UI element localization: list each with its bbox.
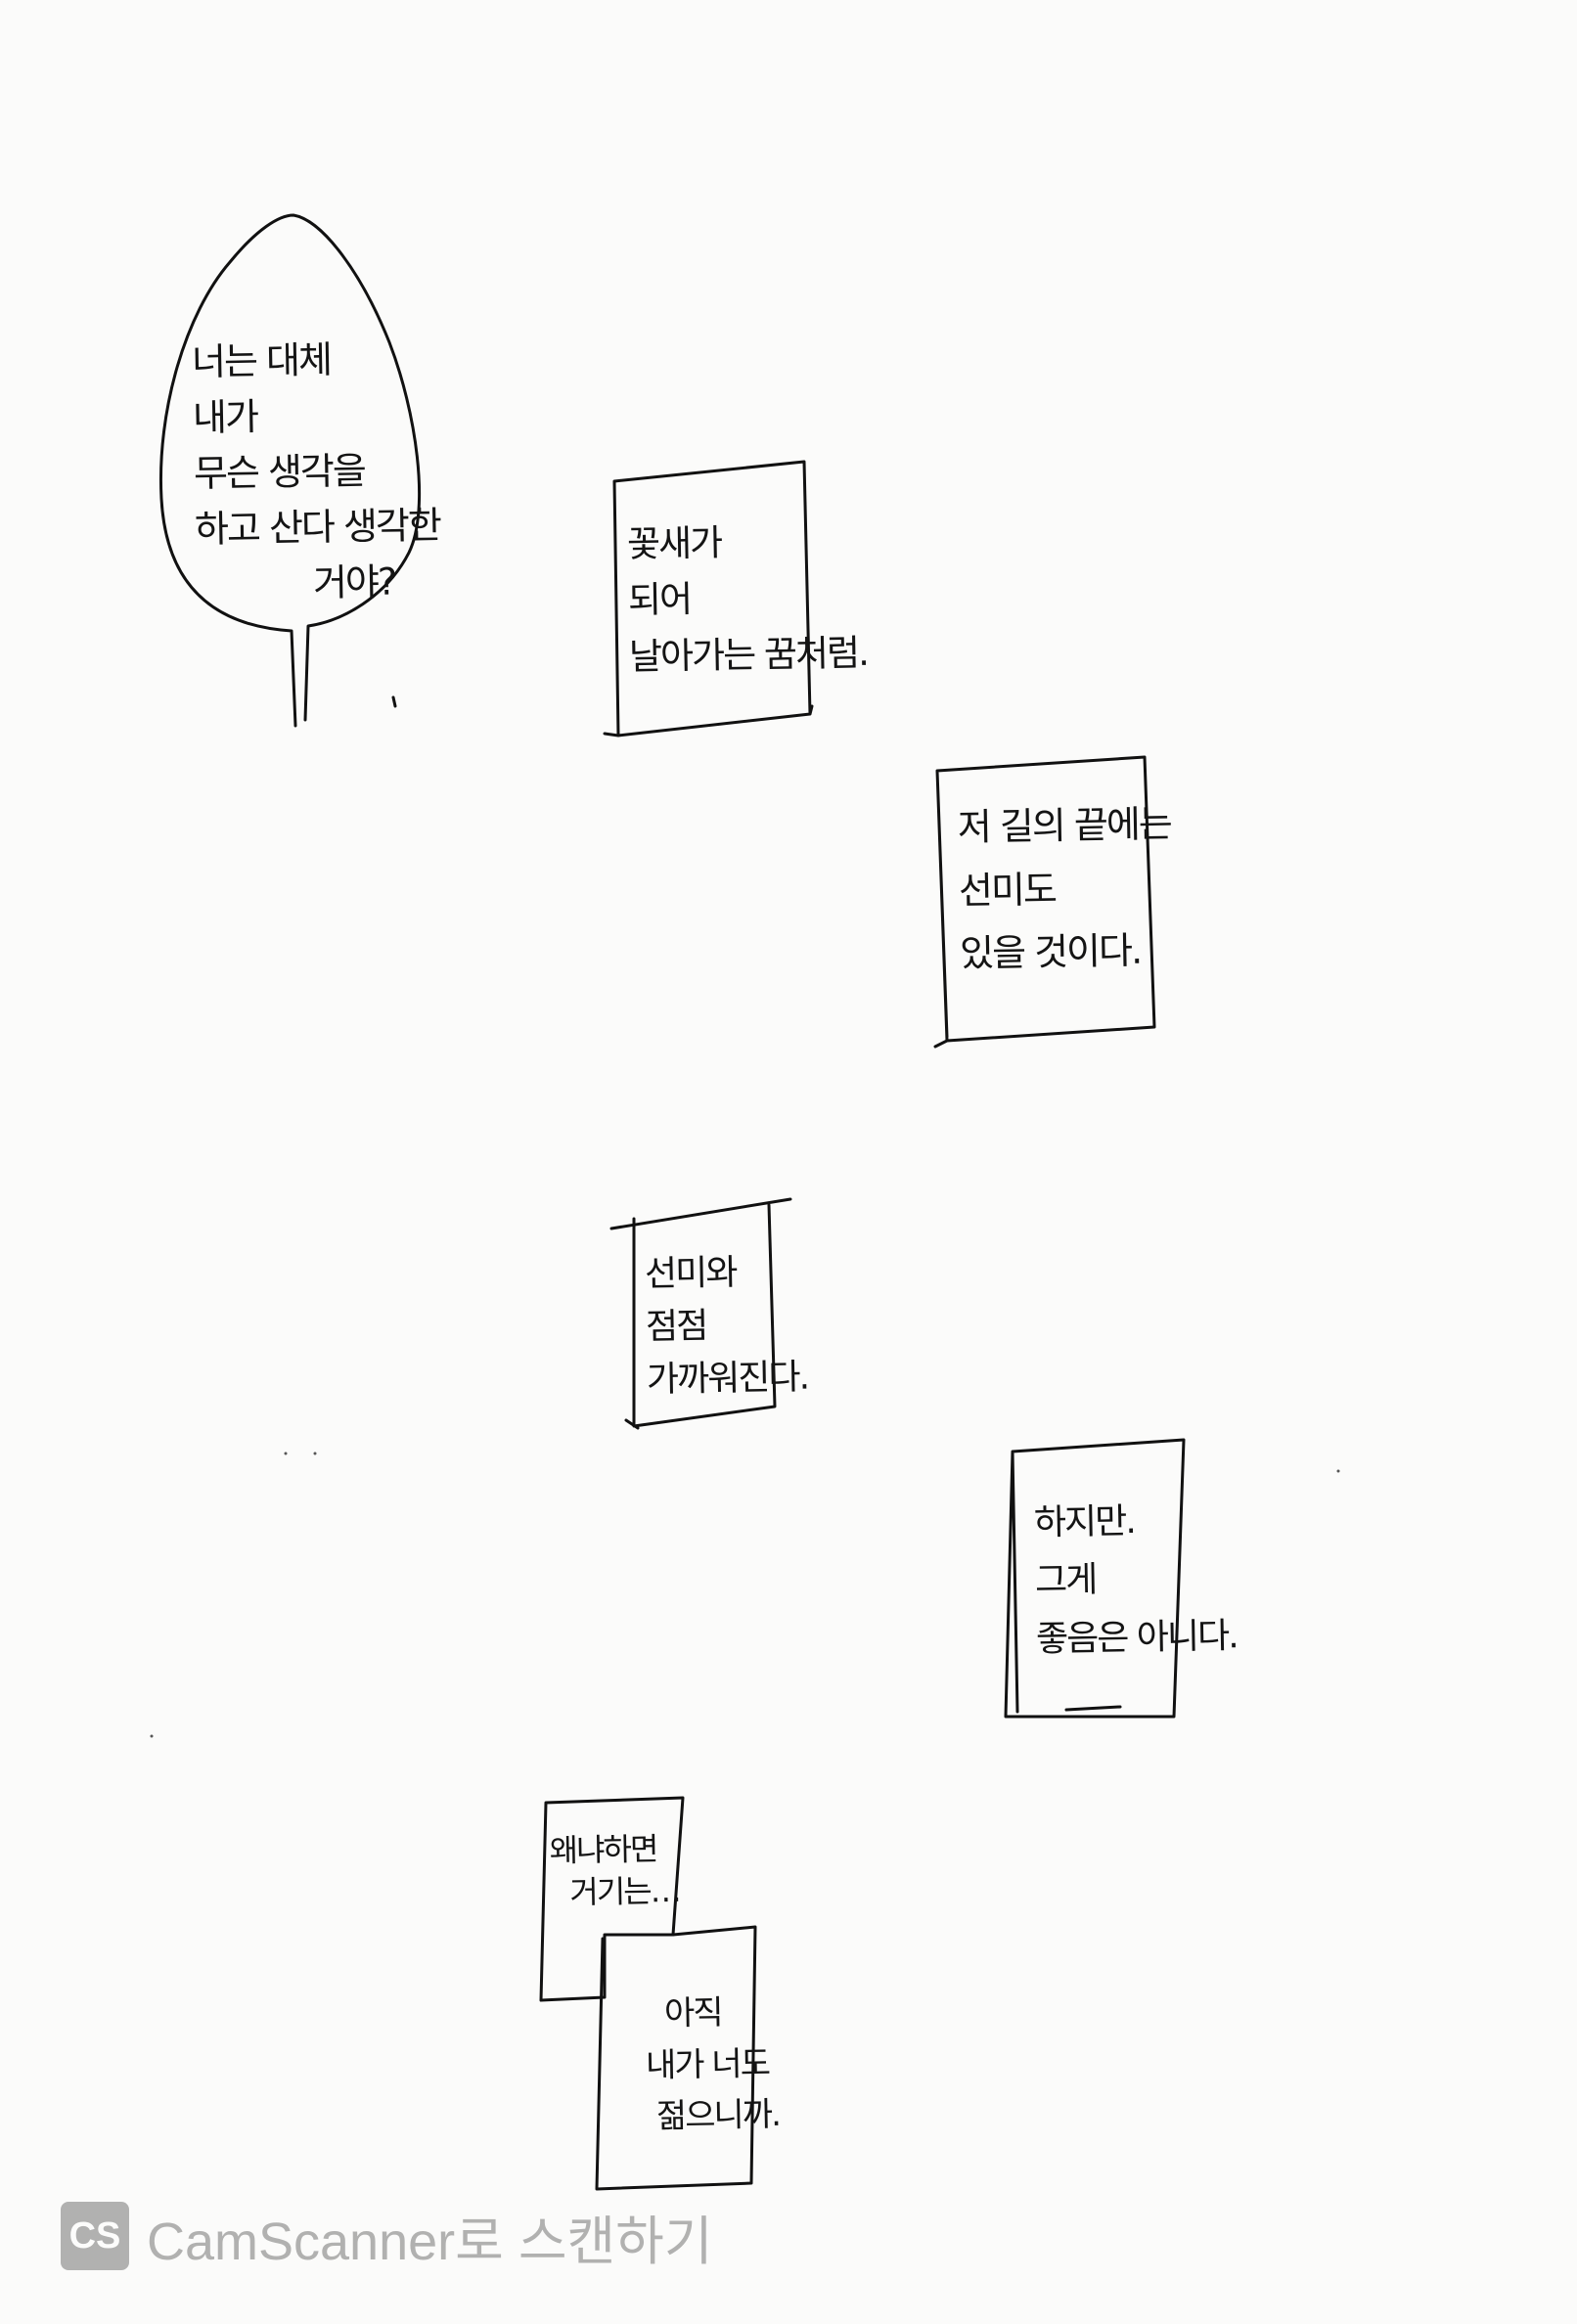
panel-line: 젊으니까. <box>655 2095 781 2137</box>
speech-line: 무슨 생각을 <box>193 449 366 496</box>
panel-line: 거기는… <box>569 1872 681 1911</box>
panel-line: 저 길의 끝에는 <box>957 802 1172 849</box>
panel-line: 그게 <box>1034 1560 1097 1602</box>
speech-line: 내가 <box>192 395 258 440</box>
stray-dot <box>284 1452 288 1455</box>
speech-line: 거야? <box>312 559 396 605</box>
panel-1-frame <box>603 460 814 737</box>
speech-line: 너는 대체 <box>191 337 332 384</box>
panel-line: 선미도 <box>958 867 1057 913</box>
panel-1-text: 꽃새가 되어 날아가는 꿈처럼. <box>627 513 869 685</box>
panel-4-text: 하지만. 그게 좋음은 아니다. <box>1033 1491 1238 1669</box>
panel-line: 좋음은 아니다. <box>1035 1615 1238 1660</box>
stray-dot <box>313 1452 317 1455</box>
panel-5-frame <box>539 1796 685 2002</box>
stray-dot <box>1336 1469 1340 1473</box>
panel-5-text: 왜냐하면 거기는… <box>549 1828 680 1915</box>
panel-line: 꽃새가 <box>626 521 722 566</box>
panel-line: 날아가는 꿈처럼. <box>628 631 869 678</box>
panel-3-text: 선미와 점점 가까워진다. <box>645 1246 809 1408</box>
panel-4-frame <box>1004 1438 1186 1719</box>
panel-6-frame <box>595 1925 757 2191</box>
panel-line: 하지만. <box>1033 1501 1136 1543</box>
panel-3-frame <box>609 1197 792 1430</box>
panel-line: 되어 <box>627 578 692 622</box>
stray-dot <box>150 1734 154 1738</box>
watermark-text: CamScanner로 스캔하기 <box>147 2212 713 2271</box>
panel-line: 점점 <box>645 1306 707 1348</box>
panel-line: 가까워진다. <box>646 1357 809 1401</box>
panel-line: 선미와 <box>644 1252 737 1295</box>
panel-line: 있을 것이다. <box>959 928 1142 976</box>
speech-bubble-outline <box>158 213 422 728</box>
panel-6-text: 아직 내가 너도 젊으니까. <box>645 1987 781 2143</box>
speech-line: 하고 산다 생각한 <box>194 503 441 552</box>
panel-2-frame <box>933 755 1156 1049</box>
speech-bubble-text: 너는 대체 내가 무슨 생각을 하고 산다 생각한 거야? <box>192 331 442 613</box>
camscanner-logo-icon: CS <box>61 2202 129 2270</box>
panel-2-text: 저 길의 끝에는 선미도 있을 것이다. <box>957 792 1173 986</box>
panel-line: 내가 너도 <box>645 2043 770 2085</box>
stray-mark <box>391 695 397 708</box>
panel-line: 왜냐하면 <box>549 1830 657 1870</box>
camscanner-watermark: CS CamScanner로 스캔하기 <box>61 2199 713 2273</box>
panel-line: 아직 <box>663 1992 722 2034</box>
